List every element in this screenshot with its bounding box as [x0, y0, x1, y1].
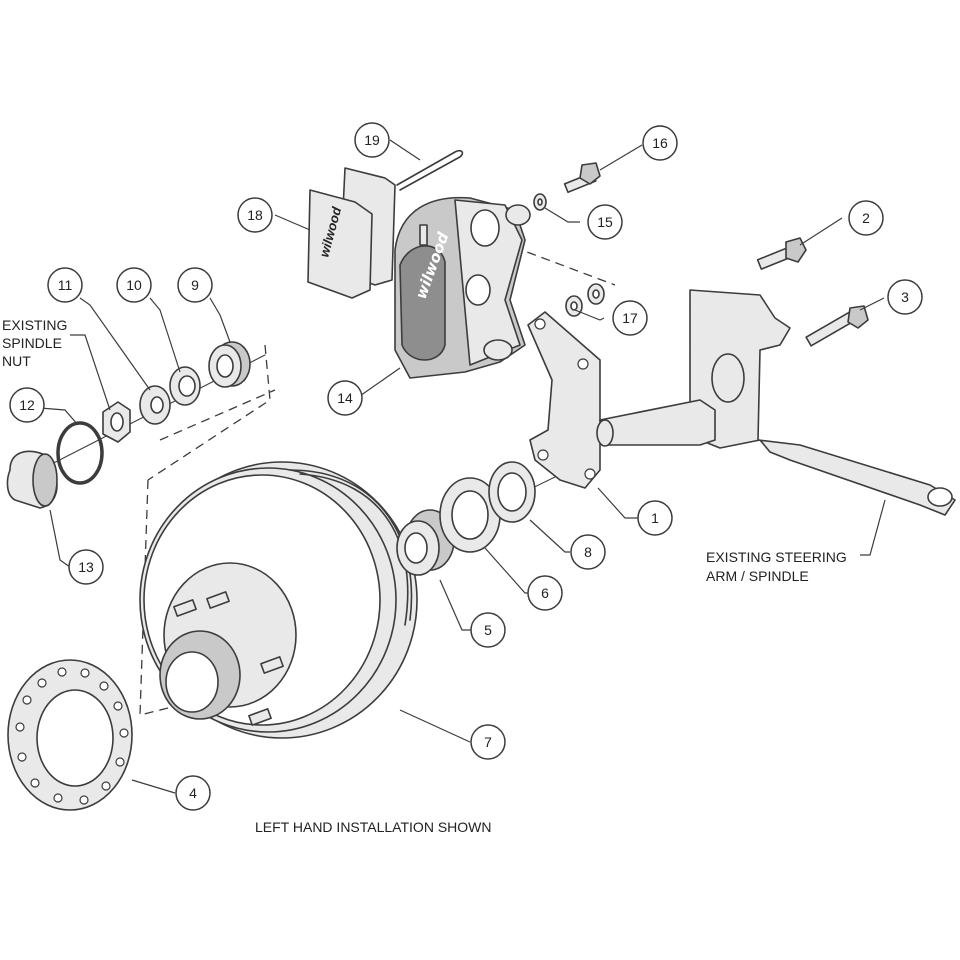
caliper: wilwood	[394, 196, 531, 379]
callout-12: 12	[9, 387, 45, 423]
svg-text:8: 8	[584, 544, 592, 560]
note-steering-arm-line-1: EXISTING STEERING	[706, 549, 847, 565]
callout-11: 11	[47, 267, 83, 303]
note-spindle-nut-line-1: EXISTING	[2, 317, 67, 333]
callout-7: 7	[470, 724, 506, 760]
caliper-bracket	[527, 311, 601, 489]
svg-text:13: 13	[78, 559, 94, 575]
bolt-3	[805, 305, 869, 347]
outer-bearing	[208, 341, 251, 388]
hub-spacer-ring	[7, 659, 133, 811]
bearing-race	[488, 461, 536, 523]
callout-13: 13	[68, 549, 104, 585]
svg-text:12: 12	[19, 397, 35, 413]
svg-text:19: 19	[364, 132, 380, 148]
rotor	[139, 461, 418, 739]
callout-19: 19	[354, 122, 390, 158]
svg-text:11: 11	[58, 277, 73, 293]
callout-8: 8	[570, 534, 606, 570]
note-spindle-nut-line-3: NUT	[2, 353, 31, 369]
bolt-2	[756, 237, 807, 270]
bolt-16	[563, 162, 601, 194]
svg-text:16: 16	[652, 135, 668, 151]
washer-15	[533, 193, 547, 211]
svg-text:17: 17	[622, 310, 638, 326]
note-existing-spindle-nut: EXISTING SPINDLE NUT	[2, 317, 67, 369]
callout-18: 18	[237, 197, 273, 233]
seal-6	[439, 477, 501, 553]
svg-text:6: 6	[541, 585, 549, 601]
svg-text:1: 1	[651, 510, 659, 526]
o-ring	[56, 421, 104, 485]
washer	[139, 385, 171, 425]
svg-text:3: 3	[901, 289, 909, 305]
seal-10	[169, 366, 201, 406]
spindle-nut	[102, 401, 131, 443]
callout-10: 10	[116, 267, 152, 303]
brake-pads: wilwood	[307, 167, 396, 299]
callout-6: 6	[527, 575, 563, 611]
washers-17	[565, 283, 605, 317]
svg-text:2: 2	[862, 210, 870, 226]
spacer-bolt-holes	[15, 667, 129, 805]
callout-3: 3	[887, 279, 923, 315]
callout-16: 16	[642, 125, 678, 161]
note-steering-arm-line-2: ARM / SPINDLE	[706, 568, 809, 584]
callout-2: 2	[848, 200, 884, 236]
svg-text:5: 5	[484, 622, 492, 638]
svg-text:9: 9	[191, 277, 199, 293]
svg-text:15: 15	[597, 214, 613, 230]
note-spindle-nut-line-2: SPINDLE	[2, 335, 62, 351]
svg-text:4: 4	[189, 785, 197, 801]
svg-text:18: 18	[247, 207, 263, 223]
installation-caption: LEFT HAND INSTALLATION SHOWN	[255, 819, 491, 835]
cotter-pin	[396, 149, 464, 191]
svg-text:10: 10	[126, 277, 142, 293]
callout-bubbles: 1 2 3 4 5 6 7 8 9 10 11 12 13 14 15 16 1…	[9, 122, 923, 811]
callout-17: 17	[612, 300, 648, 336]
callout-9: 9	[177, 267, 213, 303]
callout-15: 15	[587, 204, 623, 240]
note-existing-steering-arm: EXISTING STEERING ARM / SPINDLE	[706, 549, 847, 584]
callout-14: 14	[327, 380, 363, 416]
svg-text:14: 14	[337, 390, 353, 406]
steering-arm-spindle	[596, 289, 956, 516]
wheel-studs	[173, 591, 284, 726]
dust-cap	[6, 450, 58, 509]
svg-text:7: 7	[484, 734, 492, 750]
callout-5: 5	[470, 612, 506, 648]
callout-4: 4	[175, 775, 211, 811]
callout-1: 1	[637, 500, 673, 536]
